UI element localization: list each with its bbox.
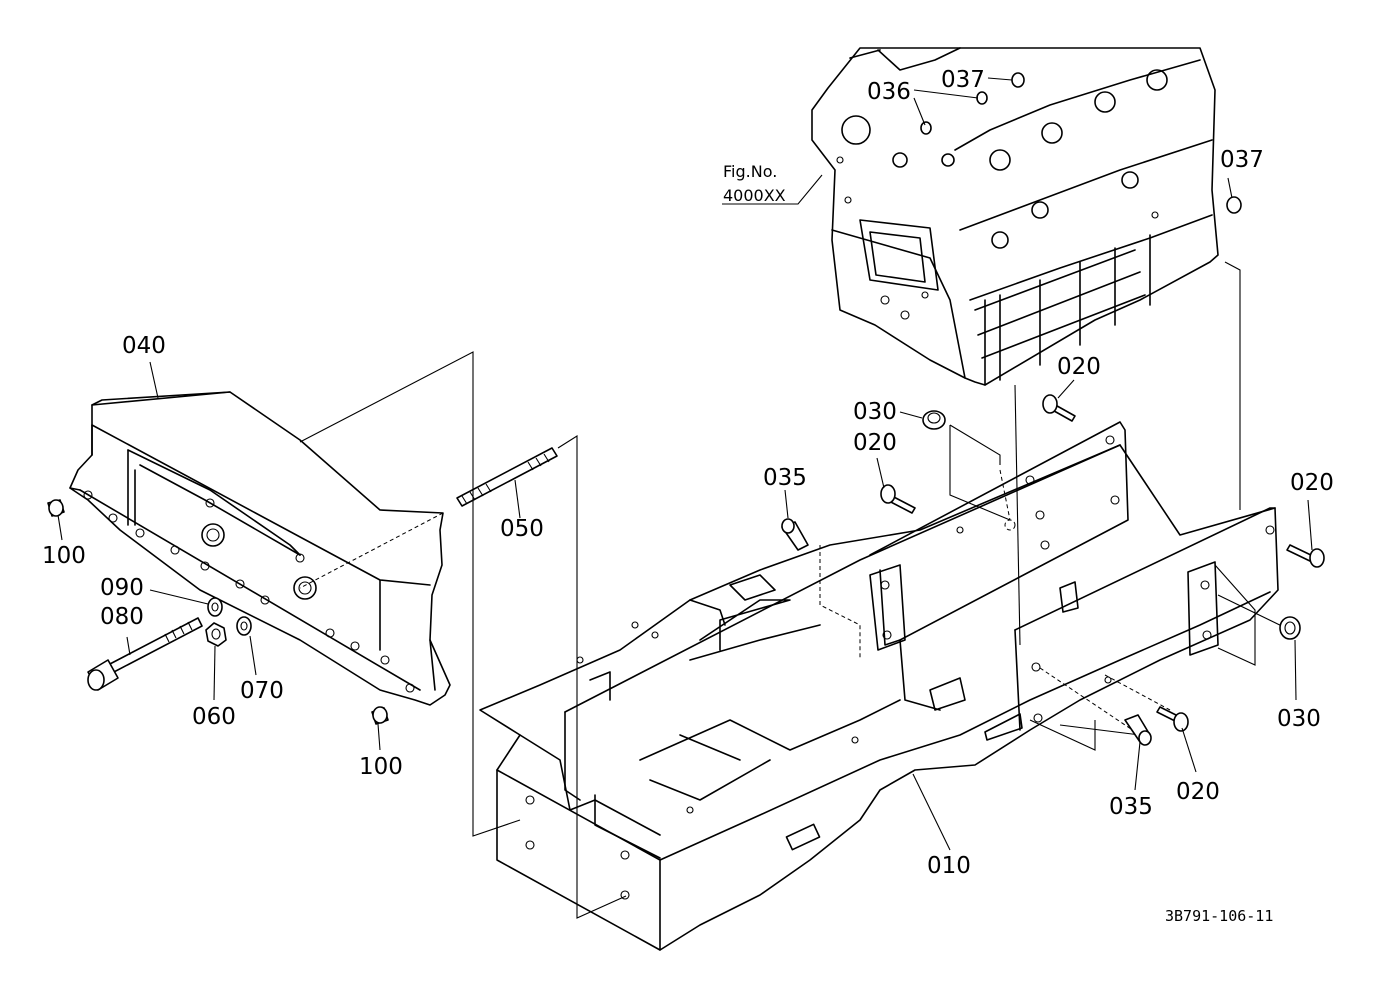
engine-block (811, 47, 1219, 386)
label-037-b: 037 (1220, 147, 1264, 173)
label-040: 040 (122, 333, 166, 359)
cap-030-a (922, 410, 946, 430)
nut-060 (205, 622, 227, 647)
bolt-036-a (920, 121, 932, 135)
label-037-a: 037 (941, 67, 985, 93)
label-035-b: 035 (1109, 794, 1153, 820)
label-030-a: 030 (853, 399, 897, 425)
bolt-020-c (1286, 544, 1325, 568)
label-080: 080 (100, 604, 144, 630)
hardware (47, 72, 1325, 746)
label-100-a: 100 (42, 543, 86, 569)
label-020-d: 020 (1176, 779, 1220, 805)
label-090: 090 (100, 575, 144, 601)
fig-ref-line1: Fig.No. (723, 162, 777, 181)
label-030-b: 030 (1277, 706, 1321, 732)
label-036: 036 (867, 79, 911, 105)
bolt-020-b (880, 484, 916, 514)
front-bracket-040 (69, 391, 451, 706)
label-100-b: 100 (359, 754, 403, 780)
label-035-a: 035 (763, 465, 807, 491)
bolt-020-a (1042, 394, 1076, 422)
washer-090 (207, 597, 223, 617)
bolt-037-a (1011, 72, 1025, 88)
stud-050 (456, 447, 558, 507)
washer-070 (236, 616, 252, 636)
frame-010 (479, 421, 1279, 951)
label-050: 050 (500, 516, 544, 542)
drawing-code: 3B791-106-11 (1165, 907, 1273, 925)
label-060: 060 (192, 704, 236, 730)
bolt-037-b (1226, 196, 1242, 214)
cap-030-b (1279, 616, 1301, 640)
part-labels: 040 050 100 090 080 070 060 100 036 037 … (42, 67, 1334, 925)
assembly-lines (299, 261, 1291, 919)
label-020-b: 020 (853, 430, 897, 456)
label-020-a: 020 (1057, 354, 1101, 380)
fig-ref-line2: 4000XX (723, 186, 786, 205)
bolt-020-d (1156, 706, 1189, 732)
label-010: 010 (927, 853, 971, 879)
bolt-036-b (976, 91, 988, 105)
label-020-c: 020 (1290, 470, 1334, 496)
label-070: 070 (240, 678, 284, 704)
callout-leaders (57, 77, 1313, 851)
